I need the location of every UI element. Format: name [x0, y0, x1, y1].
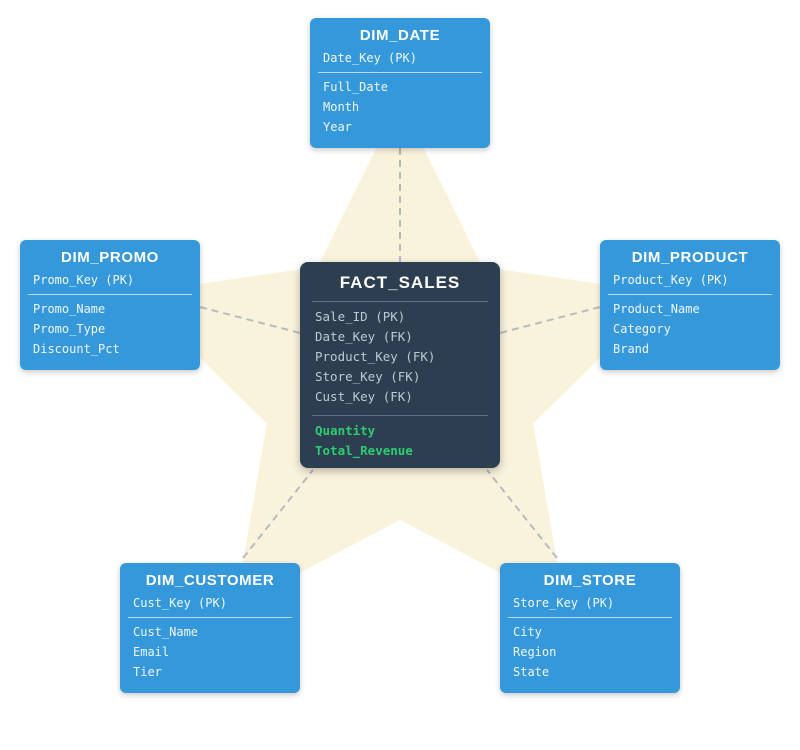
field-item: Email	[133, 645, 170, 659]
pk-field: Promo_Key (PK)	[33, 273, 135, 287]
key-field: Store_Key (FK)	[315, 369, 421, 384]
field-item: Promo_Type	[33, 322, 106, 336]
measure-separator	[312, 415, 488, 416]
field-item: Full_Date	[323, 80, 389, 94]
pk-field: Cust_Key (PK)	[133, 596, 227, 610]
field-separator	[608, 294, 772, 295]
field-separator	[318, 72, 482, 73]
connector-promo-fact	[199, 306, 301, 334]
title-separator	[312, 301, 488, 302]
field-separator	[128, 617, 292, 618]
dim-table-customer: DIM_CUSTOMER Cust_Key (PK) Cust_Name Ema…	[120, 563, 300, 693]
field-item: Cust_Name	[133, 625, 199, 639]
field-separator	[28, 294, 192, 295]
pk-field: Store_Key (PK)	[513, 596, 615, 610]
dim-table-store: DIM_STORE Store_Key (PK) City Region Sta…	[500, 563, 680, 693]
dim-table-date: DIM_DATE Date_Key (PK) Full_Date Month Y…	[310, 18, 490, 148]
connector-store-fact	[486, 469, 558, 559]
field-item: Tier	[133, 665, 162, 679]
key-field: Product_Key (FK)	[315, 349, 436, 364]
field-item: Year	[323, 120, 352, 134]
fact-table: FACT_SALES Sale_ID (PK) Date_Key (FK) Pr…	[300, 262, 500, 468]
field-separator	[508, 617, 672, 618]
field-item: Category	[613, 322, 671, 336]
measure-field: Quantity	[315, 423, 376, 438]
dim-table-product: DIM_PRODUCT Product_Key (PK) Product_Nam…	[600, 240, 780, 370]
field-item: Brand	[613, 342, 650, 356]
field-item: Month	[323, 100, 360, 114]
pk-field: Product_Key (PK)	[613, 273, 729, 287]
field-item: Discount_Pct	[33, 342, 120, 356]
field-item: City	[513, 625, 542, 639]
measure-field: Total_Revenue	[315, 443, 413, 458]
dim-table-promo: DIM_PROMO Promo_Key (PK) Promo_Name Prom…	[20, 240, 200, 370]
table-title: DIM_CUSTOMER	[145, 572, 275, 589]
field-item: Product_Name	[613, 302, 700, 316]
table-title: FACT_SALES	[339, 273, 461, 292]
key-field: Sale_ID (PK)	[315, 309, 406, 324]
table-title: DIM_PROMO	[61, 249, 159, 266]
table-title: DIM_PRODUCT	[631, 249, 749, 266]
table-title: DIM_STORE	[543, 572, 637, 589]
field-item: State	[513, 665, 550, 679]
table-title: DIM_DATE	[359, 27, 441, 44]
field-item: Region	[513, 645, 557, 659]
connector-customer-fact	[242, 469, 314, 559]
connector-product-fact	[499, 306, 601, 334]
key-field: Cust_Key (FK)	[315, 389, 413, 404]
key-field: Date_Key (FK)	[315, 329, 413, 344]
field-item: Promo_Name	[33, 302, 106, 316]
pk-field: Date_Key (PK)	[323, 51, 417, 65]
